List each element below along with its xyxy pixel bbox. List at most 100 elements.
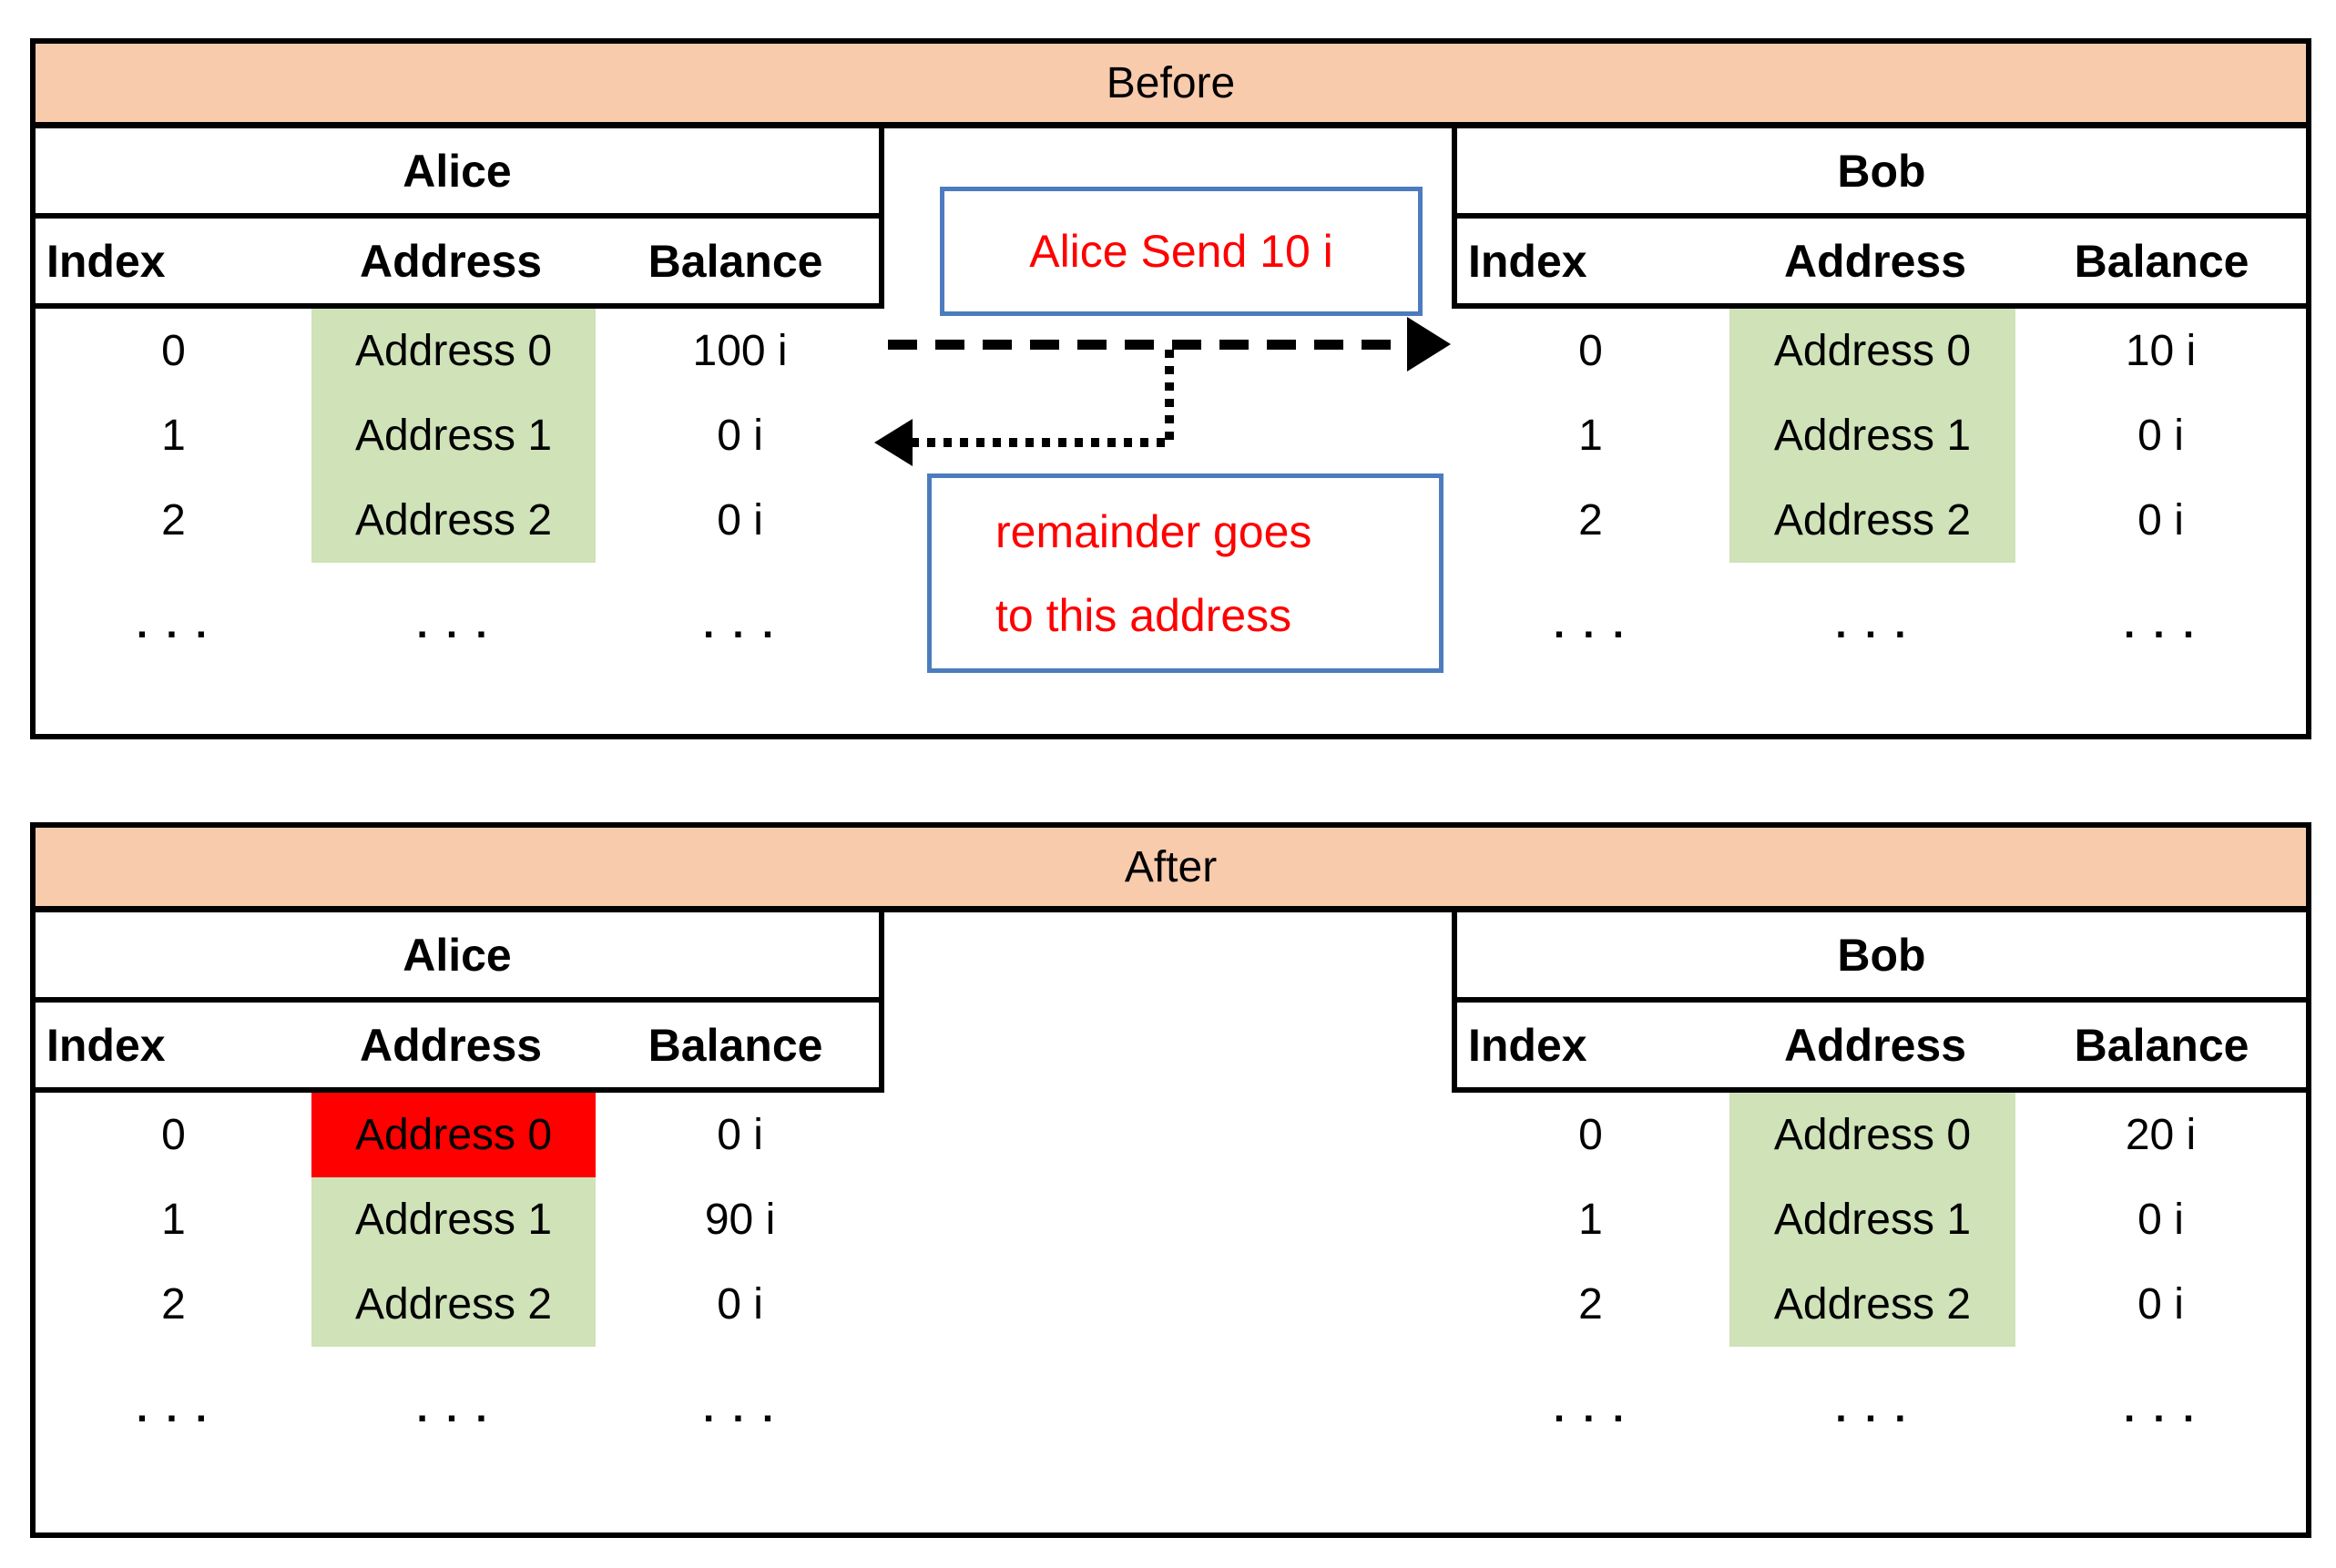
table-row: 0 Address 0 10 i — [1452, 309, 2306, 393]
cell-address-spent: Address 0 — [311, 1093, 597, 1177]
before-panel-body: Alice Index Address Balance 0 Address 0 … — [36, 128, 2306, 734]
after-panel: After Alice Index Address Balance 0 Addr… — [30, 822, 2311, 1538]
cell-address: Address 0 — [1729, 309, 2016, 393]
remainder-note: remainder goes to this address — [927, 473, 1443, 673]
before-panel: Before Alice Index Address Balance 0 Add… — [30, 38, 2311, 739]
table-row: 1 Address 1 0 i — [36, 393, 884, 478]
table-row: 0 Address 0 0 i — [36, 1093, 884, 1177]
cell-balance-ellipsis: . . . — [702, 602, 778, 647]
cell-address: Address 1 — [1729, 393, 2016, 478]
cell-balance: 0 i — [2137, 496, 2184, 545]
cell-address: Address 1 — [311, 1177, 597, 1262]
table-row: 0 Address 0 100 i — [36, 309, 884, 393]
table-row: 2 Address 2 0 i — [36, 478, 884, 563]
table-row: 2 Address 2 0 i — [1452, 478, 2306, 563]
column-header-balance: Balance — [2074, 235, 2249, 287]
cell-balance: 0 i — [717, 1280, 763, 1329]
table-owner-label: Bob — [1452, 912, 2306, 1003]
cell-address: Address 0 — [311, 309, 597, 393]
cell-address-ellipsis: . . . — [1835, 1386, 1910, 1431]
table-row-ellipsis: . . . . . . . . . — [1452, 581, 2306, 668]
cell-balance: 0 i — [2137, 1280, 2184, 1329]
send-note: Alice Send 10 i — [940, 187, 1423, 316]
cell-address: Address 1 — [1729, 1177, 2016, 1262]
cell-index: 0 — [161, 327, 186, 375]
cell-balance: 0 i — [717, 1111, 763, 1159]
cell-index-ellipsis: . . . — [1553, 602, 1627, 647]
after-panel-body: Alice Index Address Balance 0 Address 0 … — [36, 912, 2306, 1532]
table-row: 0 Address 0 20 i — [1452, 1093, 2306, 1177]
cell-index: 2 — [1578, 1280, 1603, 1329]
cell-balance: 20 i — [2125, 1111, 2197, 1159]
send-arrowhead-right-icon — [1407, 317, 1451, 372]
cell-address-ellipsis: . . . — [416, 602, 491, 647]
cell-address-ellipsis: . . . — [416, 1386, 491, 1431]
alice-table-after: Alice Index Address Balance 0 Address 0 … — [36, 912, 884, 1452]
column-header-index: Index — [46, 1019, 166, 1071]
cell-address: Address 2 — [311, 478, 597, 563]
bob-table-before: Bob Index Address Balance 0 Address 0 10… — [1452, 128, 2306, 668]
cell-index-ellipsis: . . . — [136, 602, 210, 647]
cell-index-ellipsis: . . . — [1553, 1386, 1627, 1431]
cell-index: 1 — [1578, 412, 1603, 460]
cell-balance: 10 i — [2125, 327, 2197, 375]
cell-balance: 0 i — [717, 496, 763, 545]
cell-index: 2 — [161, 1280, 186, 1329]
cell-index: 0 — [1578, 1111, 1603, 1159]
column-header-row: Index Address Balance — [36, 219, 884, 309]
cell-index: 1 — [161, 412, 186, 460]
column-header-address: Address — [1783, 235, 1967, 287]
column-header-index: Index — [1468, 235, 1587, 287]
column-header-row: Index Address Balance — [36, 1003, 884, 1093]
remainder-arrow-dotted-vertical — [1165, 350, 1174, 441]
send-arrow-dashed-line — [888, 340, 1407, 350]
table-owner-label: Alice — [36, 912, 884, 1003]
table-row-ellipsis: . . . . . . . . . — [36, 581, 884, 668]
cell-address: Address 2 — [311, 1262, 597, 1347]
cell-balance: 0 i — [2137, 1196, 2184, 1244]
cell-index: 2 — [161, 496, 186, 545]
cell-balance-ellipsis: . . . — [702, 1386, 778, 1431]
cell-index: 0 — [1578, 327, 1603, 375]
remainder-arrowhead-left-icon — [874, 419, 913, 466]
cell-index: 1 — [1578, 1196, 1603, 1244]
table-owner-label: Alice — [36, 128, 884, 219]
column-header-balance: Balance — [2074, 1019, 2249, 1071]
remainder-note-line2: to this address — [995, 589, 1292, 641]
cell-address: Address 1 — [311, 393, 597, 478]
cell-address: Address 2 — [1729, 478, 2016, 563]
column-header-row: Index Address Balance — [1452, 1003, 2306, 1093]
table-owner-label: Bob — [1452, 128, 2306, 219]
cell-balance: 90 i — [704, 1196, 776, 1244]
cell-balance-ellipsis: . . . — [2123, 1386, 2198, 1431]
cell-balance: 100 i — [692, 327, 788, 375]
remainder-note-line1: remainder goes — [995, 505, 1312, 557]
column-header-row: Index Address Balance — [1452, 219, 2306, 309]
column-header-address: Address — [360, 1019, 543, 1071]
cell-index: 1 — [161, 1196, 186, 1244]
column-header-index: Index — [1468, 1019, 1587, 1071]
table-row: 1 Address 1 90 i — [36, 1177, 884, 1262]
cell-balance: 0 i — [717, 412, 763, 460]
alice-table-before: Alice Index Address Balance 0 Address 0 … — [36, 128, 884, 668]
cell-address: Address 0 — [1729, 1093, 2016, 1177]
table-row: 2 Address 2 0 i — [36, 1262, 884, 1347]
table-row: 2 Address 2 0 i — [1452, 1262, 2306, 1347]
bob-table-after: Bob Index Address Balance 0 Address 0 20… — [1452, 912, 2306, 1452]
cell-index: 0 — [161, 1111, 186, 1159]
table-row: 1 Address 1 0 i — [1452, 1177, 2306, 1262]
column-header-index: Index — [46, 235, 166, 287]
column-header-address: Address — [360, 235, 543, 287]
cell-index-ellipsis: . . . — [136, 1386, 210, 1431]
cell-balance: 0 i — [2137, 412, 2184, 460]
column-header-balance: Balance — [648, 1019, 823, 1071]
cell-balance-ellipsis: . . . — [2123, 602, 2198, 647]
table-row-ellipsis: . . . . . . . . . — [1452, 1365, 2306, 1452]
cell-address-ellipsis: . . . — [1835, 602, 1910, 647]
cell-index: 2 — [1578, 496, 1603, 545]
cell-address: Address 2 — [1729, 1262, 2016, 1347]
panel-title: Before — [36, 44, 2306, 128]
panel-title: After — [36, 828, 2306, 912]
table-row-ellipsis: . . . . . . . . . — [36, 1365, 884, 1452]
column-header-address: Address — [1783, 1019, 1967, 1071]
